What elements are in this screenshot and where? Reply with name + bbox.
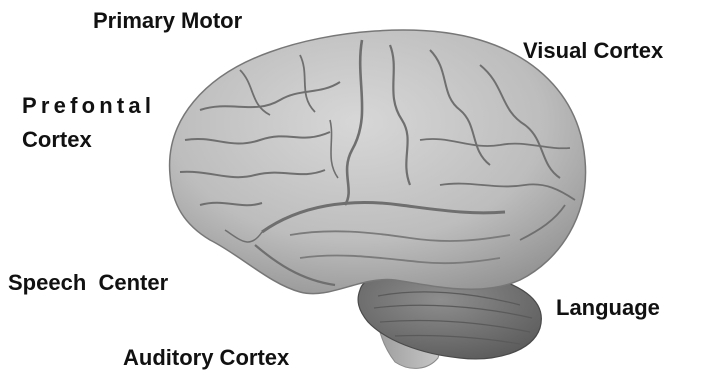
label-prefrontal-line1: Prefontal — [22, 89, 155, 123]
label-prefrontal-cortex: Prefontal Cortex — [22, 89, 155, 157]
label-language: Language — [556, 295, 660, 321]
label-visual-cortex: Visual Cortex — [523, 38, 663, 64]
label-auditory-cortex: Auditory Cortex — [123, 345, 289, 371]
label-speech-center: Speech Center — [8, 270, 168, 296]
label-primary-motor: Primary Motor — [93, 8, 242, 34]
label-prefrontal-line2: Cortex — [22, 127, 92, 152]
cerebrum — [170, 30, 586, 294]
